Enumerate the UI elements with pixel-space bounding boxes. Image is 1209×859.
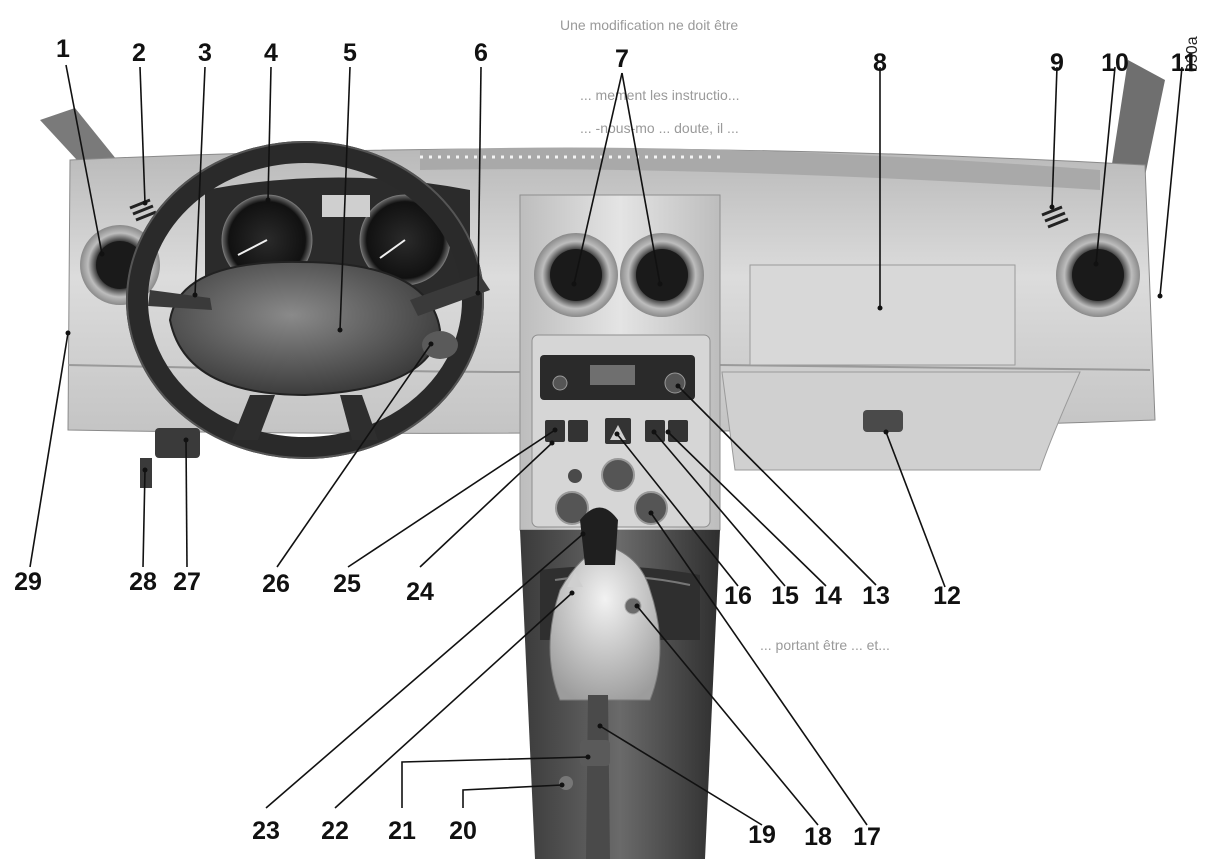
dashboard-top-cover [420, 147, 1100, 190]
callout-23: 23 [252, 817, 280, 845]
bonnet-release [140, 458, 152, 488]
gear-knob [580, 507, 618, 565]
callout-28: 28 [129, 568, 157, 596]
callout-25: 25 [333, 570, 361, 598]
background-text-line: ... mement les instructio... [580, 87, 740, 103]
callout-5: 5 [343, 39, 357, 67]
callout-15: 15 [771, 582, 799, 610]
callout-13: 13 [862, 582, 890, 610]
dashboard-illustration [40, 60, 1165, 859]
callout-4: 4 [264, 39, 278, 67]
background-text-line: ... -nous-mo ... doute, il ... [580, 120, 739, 136]
steering-airbag [168, 260, 442, 397]
left-switch-panel [155, 428, 200, 458]
passenger-storage [749, 264, 1016, 366]
background-text-line: Une modification ne doit être [560, 17, 738, 33]
callout-21: 21 [388, 817, 416, 845]
callout-20: 20 [449, 817, 477, 845]
callout-17: 17 [853, 823, 881, 851]
glovebox-handle [863, 410, 903, 432]
callout-24: 24 [406, 578, 434, 606]
callout-3: 3 [198, 39, 212, 67]
callout-1: 1 [56, 35, 70, 63]
callout-10: 10 [1101, 49, 1129, 77]
background-text: Une modification ne doit être ... mement… [560, 17, 890, 653]
lighting-stalk [148, 290, 212, 310]
figure-code: 030a [1184, 36, 1201, 72]
callout-26: 26 [262, 570, 290, 598]
parking-brake-lever [586, 695, 610, 859]
steering-wheel [126, 141, 484, 459]
callout-14: 14 [814, 582, 842, 610]
callout-2: 2 [132, 39, 146, 67]
callout-29: 29 [14, 568, 42, 596]
ignition-switch [422, 331, 458, 359]
callout-7: 7 [615, 45, 629, 73]
callout-22: 22 [321, 817, 349, 845]
callout-19: 19 [748, 821, 776, 849]
callout-8: 8 [873, 49, 887, 77]
callout-18: 18 [804, 823, 832, 851]
callout-9: 9 [1050, 49, 1064, 77]
background-text-line: ... portant être ... et... [760, 637, 890, 653]
callout-11: 11 [1171, 49, 1198, 77]
leader-lines [29, 64, 1183, 826]
wiper-stalk [410, 275, 490, 316]
callout-12: 12 [933, 582, 961, 610]
callout-27: 27 [173, 568, 201, 596]
callout-6: 6 [474, 39, 488, 67]
callout-16: 16 [724, 582, 752, 610]
callout-labels: 1 2 3 4 5 6 7 8 9 10 11 12 13 14 15 16 1… [14, 35, 1197, 851]
